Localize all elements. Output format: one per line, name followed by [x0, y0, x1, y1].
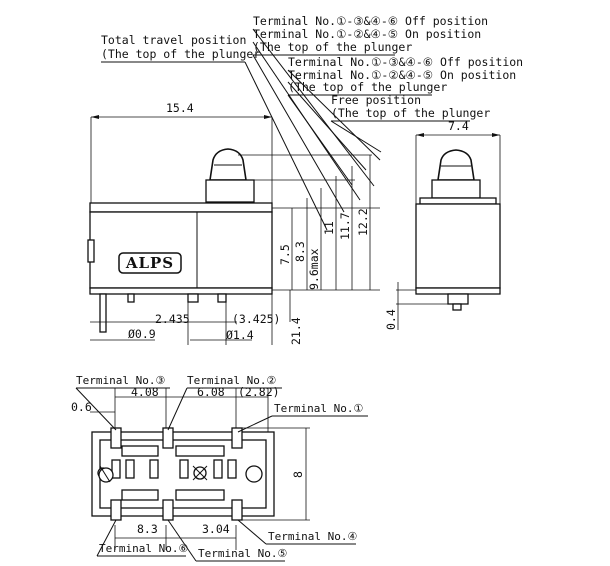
plunger-top-label-b: (The top of the plunger	[288, 80, 447, 94]
dim-3-425: (3.425)	[232, 312, 280, 326]
dim-21-4: 21.4	[289, 317, 303, 345]
terminal-6-label: Terminal No.⑥	[99, 542, 188, 555]
dim-8: 8	[291, 471, 305, 478]
terminal-2-label: Terminal No.②	[187, 374, 276, 387]
off-position-label-a: Terminal No.①-③&④-⑥ Off position	[253, 14, 488, 28]
total-travel-label: Total travel position	[101, 33, 246, 47]
dim-9-6max: 9.6max	[307, 248, 321, 290]
total-travel-sub: (The top of the plunger	[101, 47, 260, 61]
dim-0-4: 0.4	[384, 309, 398, 330]
dim-2-82: (2.82)	[238, 385, 280, 399]
dim-3-04: 3.04	[202, 522, 230, 536]
dim-7-5: 7.5	[278, 244, 292, 265]
terminal-4-label: Terminal No.④	[268, 530, 357, 543]
dim-2-435: 2.435	[155, 312, 190, 326]
off-position-label-b: Terminal No.①-③&④-⑥ Off position	[288, 55, 523, 69]
dim-7-4: 7.4	[448, 119, 469, 133]
terminal-3-label: Terminal No.③	[76, 374, 165, 387]
terminal-1-label: Terminal No.①	[274, 402, 363, 415]
dim-8-3-bottom: 8.3	[137, 522, 158, 536]
callout-underlines	[101, 54, 470, 122]
plunger-top-label-a: (The top of the plunger	[253, 40, 412, 54]
dim-11: 11	[322, 221, 336, 235]
on-position-label-b: Terminal No.①-②&④-⑤ On position	[288, 68, 516, 82]
dim-0-6: 0.6	[71, 400, 92, 414]
dim-12-2: 12.2	[356, 208, 370, 236]
callout-labels: Total travel position (The top of the pl…	[101, 14, 523, 120]
bottom-view: 0.6 4.08 6.08 (2.82)	[71, 374, 368, 562]
free-position-sub: (The top of the plunger	[331, 106, 490, 120]
terminal-5-label: Terminal No.⑤	[198, 547, 287, 560]
dim-15-4: 15.4	[166, 101, 194, 115]
dim-4-08: 4.08	[131, 385, 159, 399]
dim-8-3: 8.3	[293, 241, 307, 262]
front-view: 7.4 0.4	[384, 119, 501, 330]
on-position-label-a: Terminal No.①-②&④-⑤ On position	[253, 27, 481, 41]
side-view: 15.4 ALPS 7.5 8.3 9.6max	[87, 101, 380, 345]
free-position-label: Free position	[331, 93, 421, 107]
dim-11-7: 11.7	[338, 212, 352, 240]
alps-logo: ALPS	[125, 254, 174, 272]
dim-6-08: 6.08	[197, 385, 225, 399]
dim-1-4: Ø1.4	[226, 328, 254, 342]
dim-0-9: Ø0.9	[128, 327, 156, 341]
